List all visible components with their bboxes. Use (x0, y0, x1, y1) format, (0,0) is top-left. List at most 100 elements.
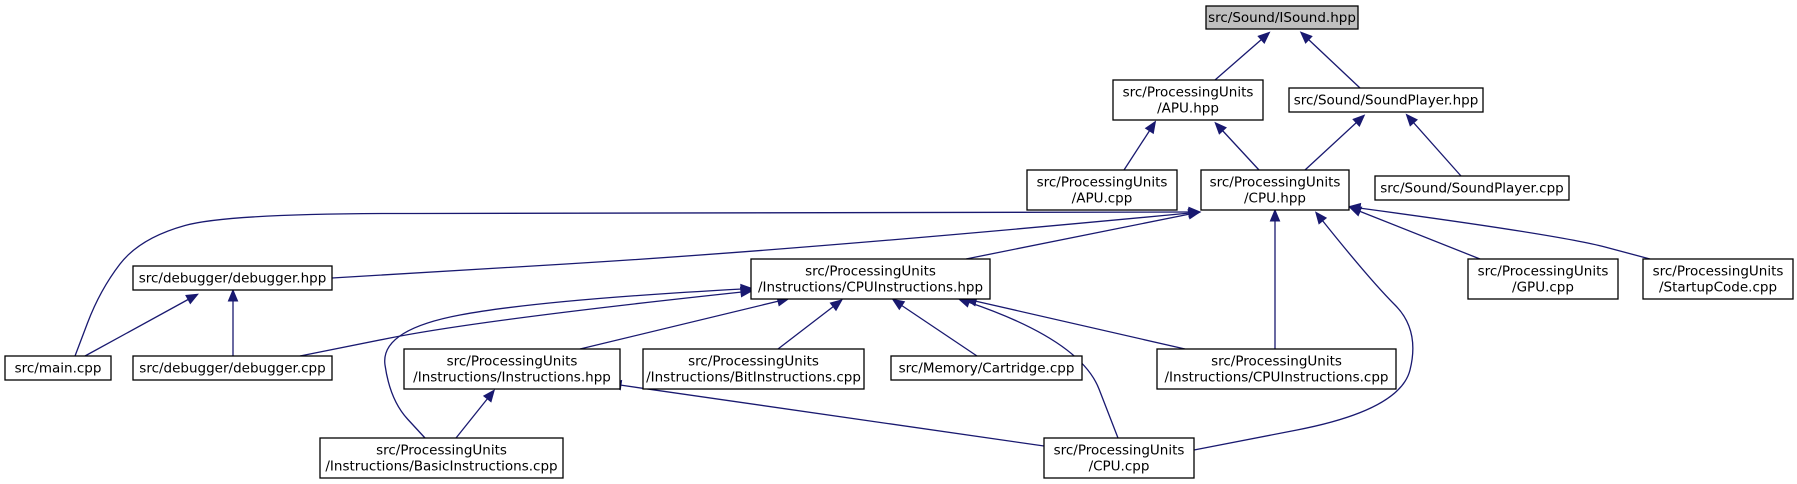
edge-line (974, 300, 1186, 350)
node-box (1467, 258, 1619, 300)
node-box (4, 355, 112, 381)
node-box (750, 258, 991, 300)
node-label: src/debugger/debugger.hpp (139, 271, 327, 287)
node-label: src/main.cpp (15, 361, 102, 377)
edge-debugger_hpp-to-debugger_cpp (227, 288, 239, 356)
node-cpu-cpp[interactable]: src/ProcessingUnits/CPU.cpp (1043, 437, 1195, 479)
node-apu-hpp[interactable]: src/ProcessingUnits/APU.hpp (1112, 79, 1264, 121)
node-apu-cpp[interactable]: src/ProcessingUnits/APU.cpp (1026, 169, 1178, 211)
edge-line (1304, 121, 1358, 171)
node-box (1112, 79, 1264, 121)
node-box (132, 355, 333, 381)
node-label: /CPU.cpp (1089, 459, 1150, 475)
edge-line (900, 304, 978, 357)
node-label: src/Sound/ISound.hpp (1208, 10, 1356, 26)
nodes-layer: src/Sound/ISound.hppsrc/ProcessingUnits/… (4, 5, 1794, 479)
edge-line (455, 397, 489, 439)
edge-cpu_hpp-to-cpu_cpp (1193, 211, 1414, 451)
node-label: /Instructions/BasicInstructions.cpp (325, 459, 557, 475)
node-cpuinstr-cpp[interactable]: src/ProcessingUnits/Instructions/CPUInst… (1156, 348, 1397, 390)
node-box (1374, 175, 1570, 201)
node-label: /Instructions/CPUInstructions.hpp (758, 280, 983, 296)
node-box (1205, 5, 1359, 30)
node-label: /Instructions/Instructions.hpp (413, 370, 611, 386)
arrow-head (1299, 31, 1313, 44)
arrow-head (829, 299, 843, 312)
edge-cpuinstr_hpp-to-basicinstr_cpp (384, 283, 754, 439)
node-label: src/ProcessingUnits (1210, 175, 1341, 191)
arrow-head (1347, 202, 1362, 214)
edge-cpuinstr_hpp-to-cpu_cpp (957, 297, 1119, 439)
node-box (890, 355, 1083, 381)
node-startup-cpp[interactable]: src/ProcessingUnits/StartupCode.cpp (1642, 258, 1794, 300)
edge-line (619, 384, 1045, 447)
arrow-head (1269, 208, 1281, 222)
node-label: src/ProcessingUnits (1478, 264, 1609, 280)
node-label: src/ProcessingUnits (1211, 354, 1342, 370)
node-bitinstr-cpp[interactable]: src/ProcessingUnits/Instructions/BitInst… (642, 348, 865, 390)
edge-cpuinstr_hpp-to-cpuinstr_cpp (964, 296, 1186, 350)
edge-line (384, 288, 743, 439)
arrow-head (740, 283, 754, 295)
edge-soundplayer_hpp-to-soundplayer_cpp (1405, 113, 1462, 177)
node-label: src/ProcessingUnits (1653, 264, 1784, 280)
node-box (1200, 169, 1350, 211)
edge-line (777, 305, 835, 350)
edge-line (1307, 38, 1361, 89)
edge-apu_hpp-to-cpu_hpp (1214, 121, 1260, 171)
node-gpu-cpp[interactable]: src/ProcessingUnits/GPU.cpp (1467, 258, 1619, 300)
node-box (132, 265, 333, 291)
edge-cpuinstr_hpp-to-instr_hpp (579, 296, 790, 350)
arrow-head (1405, 113, 1418, 127)
node-soundplayer-cpp[interactable]: src/Sound/SoundPlayer.cpp (1374, 175, 1570, 201)
node-isound[interactable]: src/Sound/ISound.hpp (1205, 5, 1359, 30)
node-main-cpp[interactable]: src/main.cpp (4, 355, 112, 381)
node-basicinstr-cpp[interactable]: src/ProcessingUnits/Instructions/BasicIn… (319, 437, 564, 479)
arrow-head (1352, 114, 1366, 127)
node-label: src/debugger/debugger.cpp (139, 361, 325, 377)
node-instr-hpp[interactable]: src/ProcessingUnits/Instructions/Instruc… (403, 348, 621, 390)
edge-soundplayer_hpp-to-cpu_hpp (1304, 114, 1366, 171)
node-cpu-hpp[interactable]: src/ProcessingUnits/CPU.hpp (1200, 169, 1350, 211)
edge-line (1214, 38, 1263, 81)
edge-line (1221, 129, 1260, 171)
arrow-head (1144, 120, 1157, 135)
edge-line (1412, 121, 1462, 177)
edge-isound-to-apu_hpp (1214, 31, 1271, 81)
node-debugger-hpp[interactable]: src/debugger/debugger.hpp (132, 265, 333, 291)
node-label: src/ProcessingUnits (447, 354, 578, 370)
arrow-head (1315, 211, 1328, 225)
node-label: src/ProcessingUnits (1054, 443, 1185, 459)
node-label: src/ProcessingUnits (688, 354, 819, 370)
edge-debugger_hpp-to-main_cpp (84, 293, 199, 357)
edge-line (579, 300, 780, 350)
node-debugger-cpp[interactable]: src/debugger/debugger.cpp (132, 355, 333, 381)
node-label: /Instructions/BitInstructions.cpp (646, 370, 861, 386)
node-label: src/Sound/SoundPlayer.hpp (1294, 93, 1479, 109)
edge-cpuinstr_hpp-to-debugger_cpp (299, 286, 754, 357)
node-label: /GPU.cpp (1512, 280, 1574, 296)
edge-instr_hpp-to-cpu_cpp (608, 379, 1045, 447)
node-label: /Instructions/CPUInstructions.cpp (1165, 370, 1389, 386)
node-box (1288, 87, 1484, 113)
edge-line (299, 291, 743, 357)
node-box (1043, 437, 1195, 479)
edge-instr_hpp-to-basicinstr_cpp (455, 389, 495, 439)
arrow-head (1187, 209, 1202, 220)
edge-line (1193, 219, 1414, 451)
node-cartridge-cpp[interactable]: src/Memory/Cartridge.cpp (890, 355, 1083, 381)
arrow-head (1257, 31, 1271, 44)
edge-line (967, 301, 1119, 439)
node-soundplayer-hpp[interactable]: src/Sound/SoundPlayer.hpp (1288, 87, 1484, 113)
node-label: src/Memory/Cartridge.cpp (899, 361, 1075, 377)
arrow-head (185, 293, 199, 305)
edge-cpu_hpp-to-cpuinstr_hpp (965, 209, 1202, 260)
edge-cpu_hpp-to-gpu_cpp (1348, 206, 1481, 260)
node-label: src/ProcessingUnits (805, 264, 936, 280)
edge-apu_hpp-to-apu_cpp (1123, 120, 1157, 171)
node-cpuinstr-hpp[interactable]: src/ProcessingUnits/Instructions/CPUInst… (750, 258, 991, 300)
arrow-head (227, 288, 239, 302)
edge-line (1358, 210, 1481, 260)
edge-line (1358, 207, 1651, 260)
